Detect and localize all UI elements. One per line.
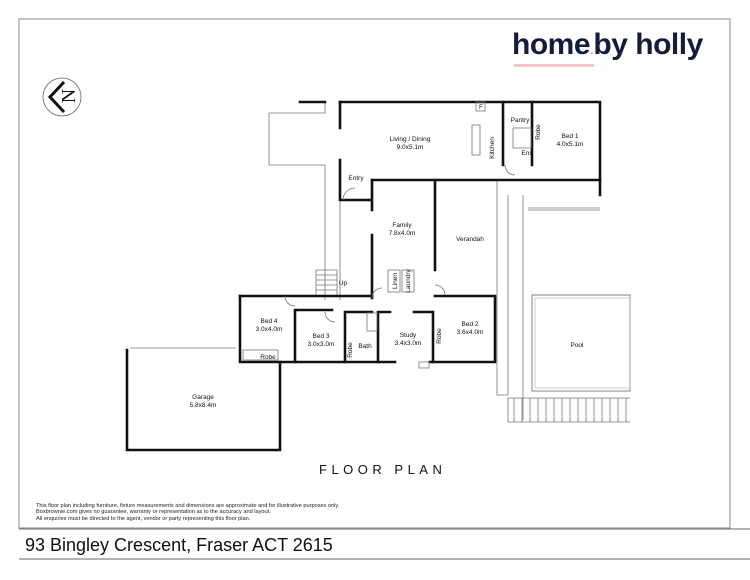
robe2-label: Robe bbox=[436, 328, 443, 344]
verandah-label: Verandah bbox=[456, 236, 484, 243]
bath-label: Bath bbox=[358, 343, 372, 350]
linen-label: Linen bbox=[392, 273, 399, 289]
pool-inner bbox=[534, 297, 631, 389]
walls bbox=[125, 100, 602, 452]
bed2-label: Bed 2 bbox=[462, 321, 479, 328]
family-label: Family bbox=[392, 222, 412, 229]
laundry-label: Laundry bbox=[405, 269, 412, 293]
study-size: 3.4x3.0m bbox=[395, 340, 422, 347]
family-size: 7.8x4.0m bbox=[389, 230, 416, 237]
page-frame bbox=[18, 18, 731, 529]
fridge-label: F bbox=[479, 104, 483, 111]
pool-label: Pool bbox=[570, 342, 584, 349]
logo-underline bbox=[514, 64, 594, 67]
north-arrow-icon: N bbox=[42, 77, 82, 117]
robe1-label: Robe bbox=[535, 124, 542, 140]
logo-dot: . bbox=[590, 41, 594, 57]
room-labels: Living / Dining 9.0x5.1m Kitchen F Pantr… bbox=[190, 104, 584, 409]
outdoor-paths bbox=[268, 102, 630, 423]
disclaimer: This floor plan including furniture, fix… bbox=[36, 503, 339, 522]
logo-byholly-text: by holly bbox=[593, 28, 703, 61]
study-label: Study bbox=[400, 332, 417, 339]
property-address: 93 Bingley Crescent, Fraser ACT 2615 bbox=[25, 535, 333, 555]
bed4-size: 3.0x4.0m bbox=[256, 326, 283, 333]
pantry-label: Pantry bbox=[511, 117, 531, 124]
deck-boards bbox=[513, 398, 627, 422]
bed3-label: Bed 3 bbox=[313, 333, 330, 340]
kitchen-label: Kitchen bbox=[489, 137, 496, 159]
robe4-label: Robe bbox=[260, 354, 276, 361]
logo-home-text: home bbox=[512, 28, 591, 61]
ensuite-label: Ens bbox=[521, 150, 533, 157]
plan-title: FLOOR PLAN bbox=[319, 462, 447, 477]
entry-label: Entry bbox=[348, 175, 364, 182]
garage-label: Garage bbox=[192, 394, 214, 401]
disclaimer-line: Boxbrownie.com gives no guarantee, warra… bbox=[36, 509, 271, 516]
living-dining-size: 9.0x5.1m bbox=[397, 144, 424, 151]
brand-logo: home.by holly bbox=[512, 28, 703, 67]
disclaimer-line: This floor plan including furniture, fix… bbox=[36, 503, 340, 509]
garage-size: 5.8x8.4m bbox=[190, 402, 217, 409]
stairs-up-label: Up bbox=[339, 280, 348, 287]
bed1-size: 4.0x5.1m bbox=[557, 141, 584, 148]
disclaimer-line: All enquiries must be directed to the ag… bbox=[36, 515, 251, 522]
living-dining-label: Living / Dining bbox=[390, 136, 431, 143]
bed3-size: 3.0x3.0m bbox=[308, 341, 335, 348]
bed1-label: Bed 1 bbox=[562, 133, 579, 140]
fixtures bbox=[242, 101, 532, 369]
bed4-label: Bed 4 bbox=[261, 318, 278, 325]
robe3-label: Robe bbox=[347, 342, 354, 358]
svg-text:N: N bbox=[58, 89, 80, 103]
bed2-size: 3.6x4.0m bbox=[457, 329, 484, 336]
